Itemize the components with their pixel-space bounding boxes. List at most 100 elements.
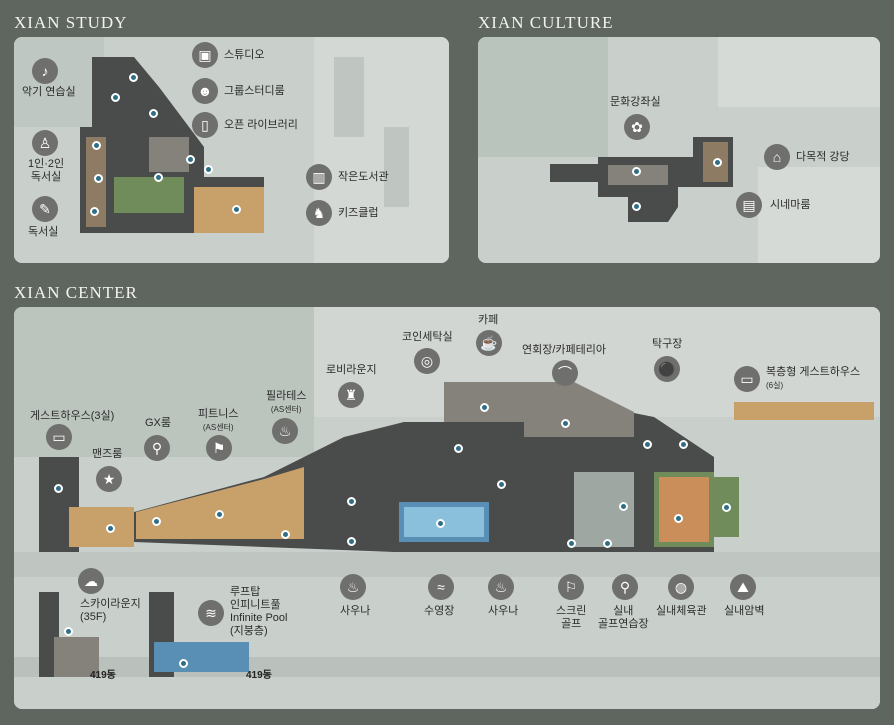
marker-sky xyxy=(64,627,73,636)
label-culture-lecture: 문화강좌실 xyxy=(610,96,661,108)
marker-single-2 xyxy=(94,174,103,183)
bed-duplex-icon: ▭ xyxy=(734,366,760,392)
pilates-icon: ♨ xyxy=(272,418,298,444)
marker-indoor-golf xyxy=(603,539,612,548)
pingpong-icon: ⚫ xyxy=(654,356,680,382)
marker-small-lib xyxy=(204,165,213,174)
marker-single xyxy=(92,141,101,150)
marker-cinema xyxy=(632,202,641,211)
coffee-icon: ☕ xyxy=(476,330,502,356)
study-panel xyxy=(14,37,449,263)
guitar-icon: ♪ xyxy=(32,58,58,84)
label-open-library: 오픈 라이브러리 xyxy=(224,119,298,131)
marker-pool xyxy=(436,519,445,528)
label-fitness-main: 피트니스 xyxy=(198,408,239,420)
golf-screen-icon: ⚐ xyxy=(558,574,584,600)
marker-library xyxy=(186,155,195,164)
marker-guesthouse xyxy=(54,484,63,493)
label-mens-room: 맨즈룸 xyxy=(92,448,123,460)
label-pingpong: 탁구장 xyxy=(652,338,683,350)
golfer-icon: ⚲ xyxy=(612,574,638,600)
label-indoor-golf: 실내 골프연습장 xyxy=(598,605,649,630)
culture-plan xyxy=(478,37,880,263)
marker-coin xyxy=(454,444,463,453)
rocking-horse-icon: ♞ xyxy=(306,200,332,226)
center-plan xyxy=(14,307,880,709)
shelf-icon: ▥ xyxy=(306,164,332,190)
people-icon: ☻ xyxy=(192,78,218,104)
clapperboard-icon: ▤ xyxy=(736,192,762,218)
tennis-icon: ◍ xyxy=(668,574,694,600)
label-cafe: 카페 xyxy=(478,314,499,326)
marker-pingpong-1 xyxy=(643,440,652,449)
marker-indoor-golf-2 xyxy=(619,502,628,511)
center-title: XIAN CENTER xyxy=(14,283,138,302)
cloche-icon: ⌒ xyxy=(552,360,578,386)
label-rooftop-pool: 루프탑 인피니트풀 Infinite Pool (지붕층) xyxy=(230,586,288,637)
marker-hall xyxy=(713,158,722,167)
label-coin-laundry: 코인세탁실 xyxy=(402,331,453,343)
label-duplex-sub: (6실) xyxy=(766,381,784,390)
building-label-1: 419동 xyxy=(90,670,116,681)
marker-pilates xyxy=(281,530,290,539)
label-sky-sub: (35F) xyxy=(80,611,107,623)
marker-group xyxy=(149,109,158,118)
marker-kids xyxy=(232,205,241,214)
reading-icon: ✎ xyxy=(32,196,58,222)
palette-icon: ✿ xyxy=(624,114,650,140)
climber-icon: ⛰ xyxy=(730,574,756,600)
sauna-icon: ♨ xyxy=(340,574,366,600)
reception-icon: ♜ xyxy=(338,382,364,408)
label-cinema-room: 시네마룸 xyxy=(770,199,811,211)
label-music-room: 악기 연습실 xyxy=(22,86,76,98)
marker-rooftop xyxy=(179,659,188,668)
wave-icon: ≋ xyxy=(198,600,224,626)
label-fitness-sub: (AS센터) xyxy=(202,423,234,432)
marker-cafe xyxy=(480,403,489,412)
marker-center xyxy=(154,173,163,182)
swimmer-icon: ≈ xyxy=(428,574,454,600)
label-pilates: 필라테스 (AS센터) xyxy=(266,390,306,416)
label-sauna-1: 사우나 xyxy=(340,605,371,617)
label-sky-lounge: 스카이라운지(35F) xyxy=(80,598,141,624)
label-kids-club: 키즈클럽 xyxy=(338,207,379,219)
label-pilates-sub: (AS센터) xyxy=(270,405,302,414)
label-reading-room: 독서실 xyxy=(28,226,59,238)
marker-gx xyxy=(152,517,161,526)
culture-title: XIAN CULTURE xyxy=(478,13,614,32)
marker-mens xyxy=(106,524,115,533)
label-single-reading: 1인·2인 독서실 xyxy=(28,158,65,183)
marker-reading xyxy=(90,207,99,216)
marker-fitness xyxy=(215,510,224,519)
label-fitness: 피트니스 (AS센터) xyxy=(198,408,238,434)
bed-icon: ▭ xyxy=(46,424,72,450)
label-duplex-guesthouse: 복층형 게스트하우스 (6실) xyxy=(766,366,860,392)
marker-pingpong-2 xyxy=(679,440,688,449)
label-sauna-2: 사우나 xyxy=(488,605,519,617)
study-plan xyxy=(14,37,449,263)
marker-banquet xyxy=(561,419,570,428)
label-studio: 스튜디오 xyxy=(224,49,265,61)
center-panel xyxy=(14,307,880,709)
marker-lecture xyxy=(632,167,641,176)
label-pilates-main: 필라테스 xyxy=(266,390,307,402)
label-duplex-main: 복층형 게스트하우스 xyxy=(766,366,861,378)
camera-icon: ▣ xyxy=(192,42,218,68)
label-gymnasium: 실내체육관 xyxy=(656,605,707,617)
auditorium-icon: ⌂ xyxy=(764,144,790,170)
desk-icon: ♙ xyxy=(32,130,58,156)
marker-screen-golf xyxy=(567,539,576,548)
label-lobby-lounge: 로비라운지 xyxy=(326,364,377,376)
label-small-library: 작은도서관 xyxy=(338,171,389,183)
label-climbing: 실내암벽 xyxy=(724,605,765,617)
marker-climbing xyxy=(722,503,731,512)
sauna-2-icon: ♨ xyxy=(488,574,514,600)
label-group-study: 그룹스터디룸 xyxy=(224,85,285,97)
study-title: XIAN STUDY xyxy=(14,13,128,32)
culture-panel xyxy=(478,37,880,263)
label-pool: 수영장 xyxy=(424,605,455,617)
label-banquet: 연회장/카페테리아 xyxy=(522,344,607,356)
marker-studio xyxy=(129,73,138,82)
cloud-icon: ☁ xyxy=(78,568,104,594)
star-icon: ★ xyxy=(96,466,122,492)
